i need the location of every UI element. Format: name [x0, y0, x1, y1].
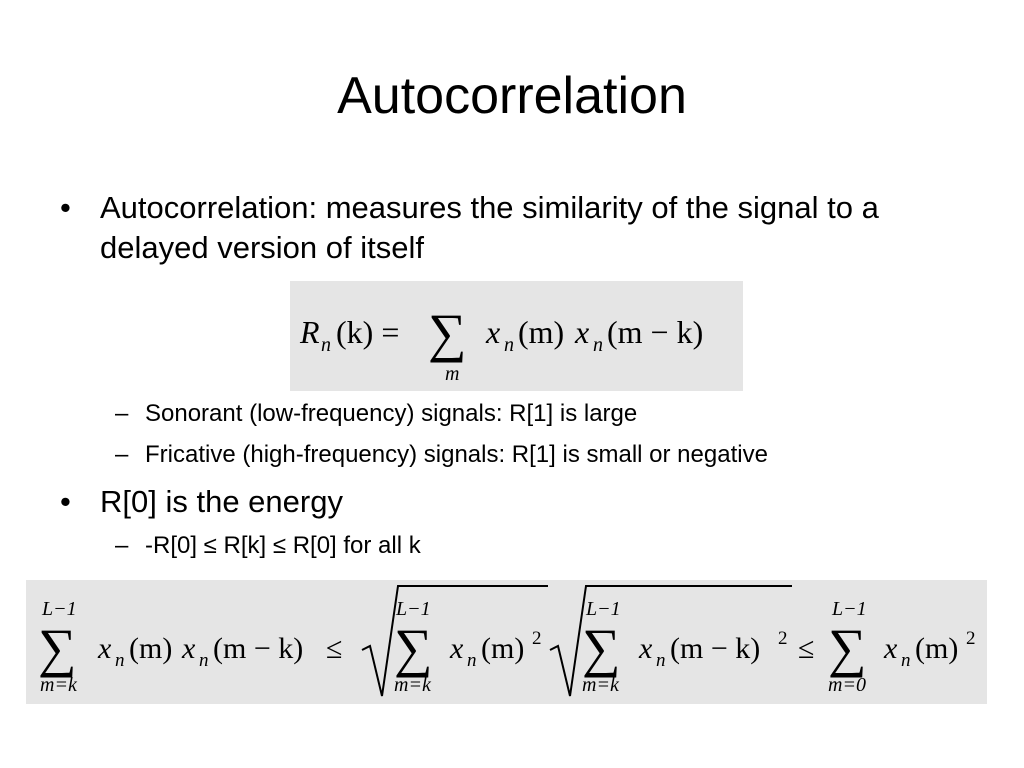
slide-title: Autocorrelation: [337, 67, 687, 125]
eq2-t1-x1: x: [97, 632, 112, 665]
eq2-t1-x1-sub: n: [115, 650, 125, 671]
eq1-rhs-x1-arg: (m): [518, 314, 564, 350]
eq2-t3-arg: (m − k): [670, 632, 760, 665]
equation-cauchy-schwarz: L−1 ∑ m=k x n (m) x n (m − k) ≤ L−1 ∑ m=…: [26, 580, 987, 704]
eq2-leq-1: ≤: [326, 632, 342, 665]
eq2-t2-x-sub: n: [467, 650, 477, 671]
eq2-t2-x: x: [449, 632, 464, 665]
bullet-energy: • R[0] is the energy: [60, 482, 660, 522]
equation-autocorrelation: R n (k) = ∑ m x n (m) x n (m − k): [290, 281, 743, 391]
bullet-marker: •: [60, 484, 71, 519]
eq2-sqrt2-radical: [549, 585, 792, 697]
eq1-rhs-x1: x: [485, 314, 500, 350]
eq1-rhs-x2-sub: n: [593, 334, 603, 356]
eq2-t1-x1-arg: (m): [129, 632, 172, 665]
eq2-t4-x-sub: n: [901, 650, 911, 671]
subbullet-text: Fricative (high-frequency) signals: R[1]…: [145, 441, 768, 468]
bullet-marker: •: [60, 190, 71, 225]
equation-cauchy-schwarz-formula: L−1 ∑ m=k x n (m) x n (m − k) ≤ L−1 ∑ m=…: [38, 585, 976, 697]
eq1-lhs: R: [299, 314, 320, 350]
eq2-t2-arg: (m): [481, 632, 524, 665]
eq1-rhs-x1-sub: n: [504, 334, 514, 356]
subbullet-marker: –: [115, 400, 129, 427]
eq2-sum4-symbol: ∑: [828, 618, 867, 678]
eq2-sum3-symbol: ∑: [582, 618, 621, 678]
eq2-t3-sq: 2: [778, 628, 788, 649]
subbullet-marker: –: [115, 441, 129, 468]
bullet-text-line-2: delayed version of itself: [100, 230, 424, 265]
eq2-t1-x2: x: [181, 632, 196, 665]
eq2-sum2-upper: L−1: [395, 598, 431, 620]
eq2-sum4-lower: m=0: [828, 674, 866, 696]
eq2-sum3-upper: L−1: [585, 598, 621, 620]
eq2-t3-x: x: [638, 632, 653, 665]
subbullet-marker: –: [115, 532, 129, 559]
eq2-t1-x2-sub: n: [199, 650, 209, 671]
subbullet-text: -R[0] ≤ R[k] ≤ R[0] for all k: [145, 532, 421, 559]
eq1-rhs-x2: x: [574, 314, 589, 350]
bullet-autocorrelation-definition: • Autocorrelation: measures the similari…: [60, 188, 990, 268]
bullet-text: R[0] is the energy: [100, 484, 343, 519]
bullet-text-line-1: Autocorrelation: measures the similarity…: [100, 190, 879, 225]
eq2-sum1-upper: L−1: [41, 598, 77, 620]
eq2-t4-arg: (m): [915, 632, 958, 665]
eq1-sum-symbol: ∑: [428, 303, 467, 363]
eq2-sqrt1-radical: [361, 585, 548, 697]
eq2-sum3-lower: m=k: [582, 674, 620, 696]
equation-autocorrelation-formula: R n (k) = ∑ m x n (m) x n (m − k): [299, 303, 703, 385]
eq2-sum2-lower: m=k: [394, 674, 432, 696]
eq2-t4-sq: 2: [966, 628, 976, 649]
eq1-sum-sub: m: [445, 363, 459, 385]
eq1-lhs-arg: (k) =: [336, 314, 399, 350]
eq2-t3-x-sub: n: [656, 650, 666, 671]
eq2-sum1-lower: m=k: [40, 674, 78, 696]
eq2-sum4-upper: L−1: [831, 598, 867, 620]
eq1-lhs-sub: n: [321, 334, 331, 356]
eq2-sum1-symbol: ∑: [38, 618, 77, 678]
eq2-t1-x2-arg: (m − k): [213, 632, 303, 665]
eq2-t2-sq: 2: [532, 628, 542, 649]
eq1-rhs-x2-arg: (m − k): [607, 314, 703, 350]
eq2-sum2-symbol: ∑: [394, 618, 433, 678]
subbullet-text: Sonorant (low-frequency) signals: R[1] i…: [145, 400, 638, 427]
eq2-leq-2: ≤: [798, 632, 814, 665]
eq2-t4-x: x: [883, 632, 898, 665]
